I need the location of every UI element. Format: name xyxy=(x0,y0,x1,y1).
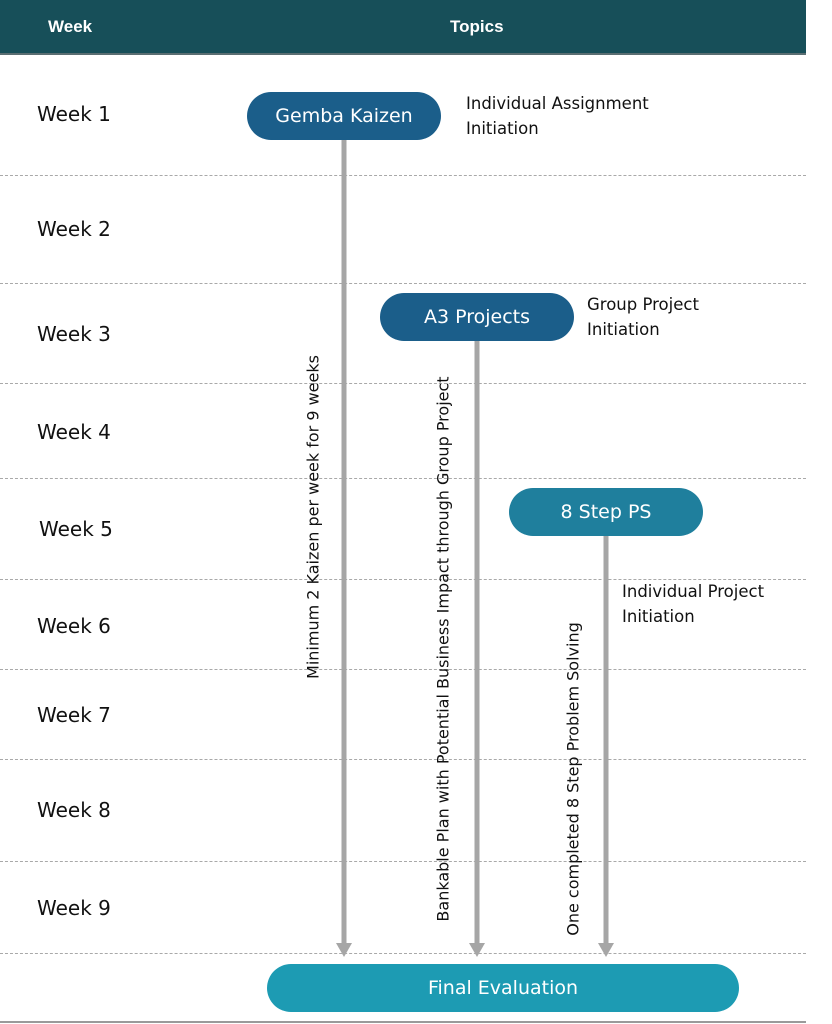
week-label-9: Week 9 xyxy=(37,896,111,920)
week-label-7: Week 7 xyxy=(37,703,111,727)
row-divider xyxy=(0,579,806,580)
row-divider xyxy=(0,861,806,862)
week-label-3: Week 3 xyxy=(37,322,111,346)
final-evaluation-module: Final Evaluation xyxy=(267,964,739,1012)
row-divider xyxy=(0,759,806,760)
week-column-header: Week xyxy=(48,17,93,36)
row-divider xyxy=(0,283,806,284)
problem-solving-track-label: One completed 8 Step Problem Solving xyxy=(563,622,583,936)
final-evaluation-label: Final Evaluation xyxy=(427,977,579,999)
a3-arrow-head xyxy=(469,943,485,957)
a3-arrow-shaft xyxy=(474,340,480,945)
individual-project-note: Individual Project Initiation xyxy=(622,579,764,629)
individual-assignment-note: Individual Assignment Initiation xyxy=(466,91,649,141)
gemba-kaizen-module: Gemba Kaizen xyxy=(247,92,441,140)
week-label-6: Week 6 xyxy=(37,614,111,638)
note-line: Initiation xyxy=(587,320,660,339)
topics-column-header: Topics xyxy=(450,17,504,36)
kaizen-arrow-head xyxy=(336,943,352,957)
a3-projects-module: A3 Projects xyxy=(380,293,574,341)
a3-projects-label: A3 Projects xyxy=(423,306,531,328)
row-divider xyxy=(0,175,806,176)
eight-step-ps-label: 8 Step PS xyxy=(560,501,652,523)
note-line: Individual Assignment xyxy=(466,94,649,113)
eight-step-arrow-head xyxy=(598,943,614,957)
group-project-note: Group Project Initiation xyxy=(587,292,699,342)
row-divider xyxy=(0,478,806,479)
week-label-5: Week 5 xyxy=(39,517,113,541)
kaizen-track-label: Minimum 2 Kaizen per week for 9 weeks xyxy=(303,355,323,679)
note-line: Group Project xyxy=(587,295,699,314)
eight-step-ps-module: 8 Step PS xyxy=(509,488,703,536)
note-line: Initiation xyxy=(466,119,539,138)
week-label-8: Week 8 xyxy=(37,798,111,822)
row-divider xyxy=(0,669,806,670)
row-divider xyxy=(0,953,806,954)
week-label-4: Week 4 xyxy=(37,420,111,444)
week-label-2: Week 2 xyxy=(37,217,111,241)
bankable-plan-track-label: Bankable Plan with Potential Business Im… xyxy=(433,376,453,922)
eight-step-arrow-shaft xyxy=(603,535,609,945)
row-divider xyxy=(0,383,806,384)
gemba-kaizen-label: Gemba Kaizen xyxy=(275,105,413,127)
bottom-border xyxy=(0,1021,806,1023)
note-line: Initiation xyxy=(622,607,695,626)
week-label-1: Week 1 xyxy=(37,102,111,126)
note-line: Individual Project xyxy=(622,582,765,601)
table-header: Week Topics xyxy=(0,0,806,55)
kaizen-arrow-shaft xyxy=(341,139,347,945)
